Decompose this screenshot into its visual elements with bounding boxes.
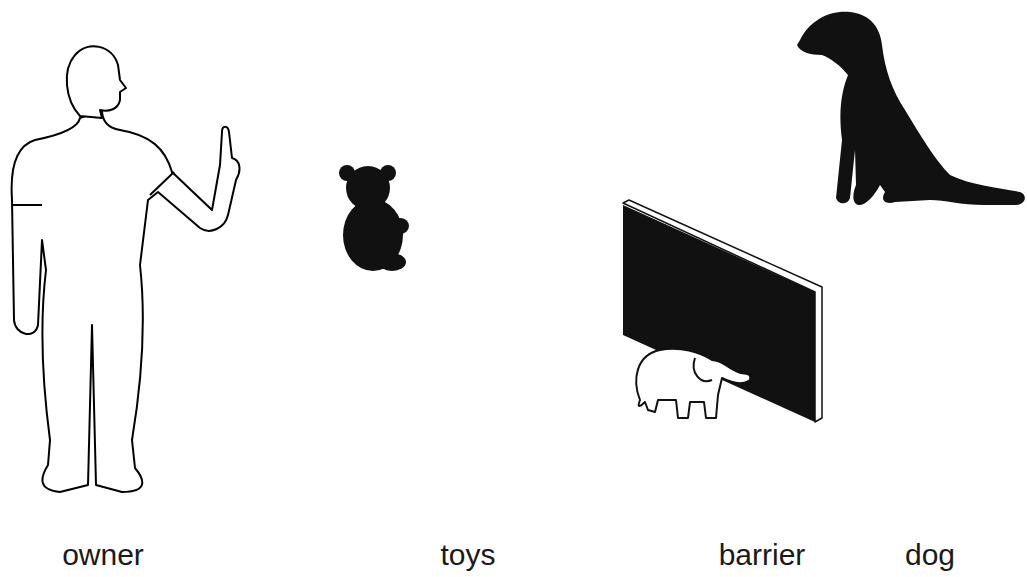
owner-sleeve xyxy=(13,204,42,206)
barrier-edge xyxy=(623,200,822,422)
elephant-body xyxy=(636,349,750,418)
bear-foot xyxy=(378,253,406,271)
part-label: barrier xyxy=(719,540,806,570)
barrier-face xyxy=(623,205,815,422)
barrier-panel xyxy=(623,200,822,422)
owner-sleeve xyxy=(150,172,174,195)
bear-paw xyxy=(391,218,409,234)
part-label: toys xyxy=(440,540,495,570)
part-label: owner xyxy=(62,540,144,570)
elephant-toy xyxy=(636,349,750,418)
owner-figure xyxy=(12,46,240,492)
bear-toy xyxy=(339,165,409,271)
owner-body xyxy=(12,110,240,492)
owner-head xyxy=(67,46,126,118)
part-label: dog xyxy=(905,540,955,570)
elephant-ear xyxy=(694,358,712,381)
dog-silhouette xyxy=(797,12,1025,205)
